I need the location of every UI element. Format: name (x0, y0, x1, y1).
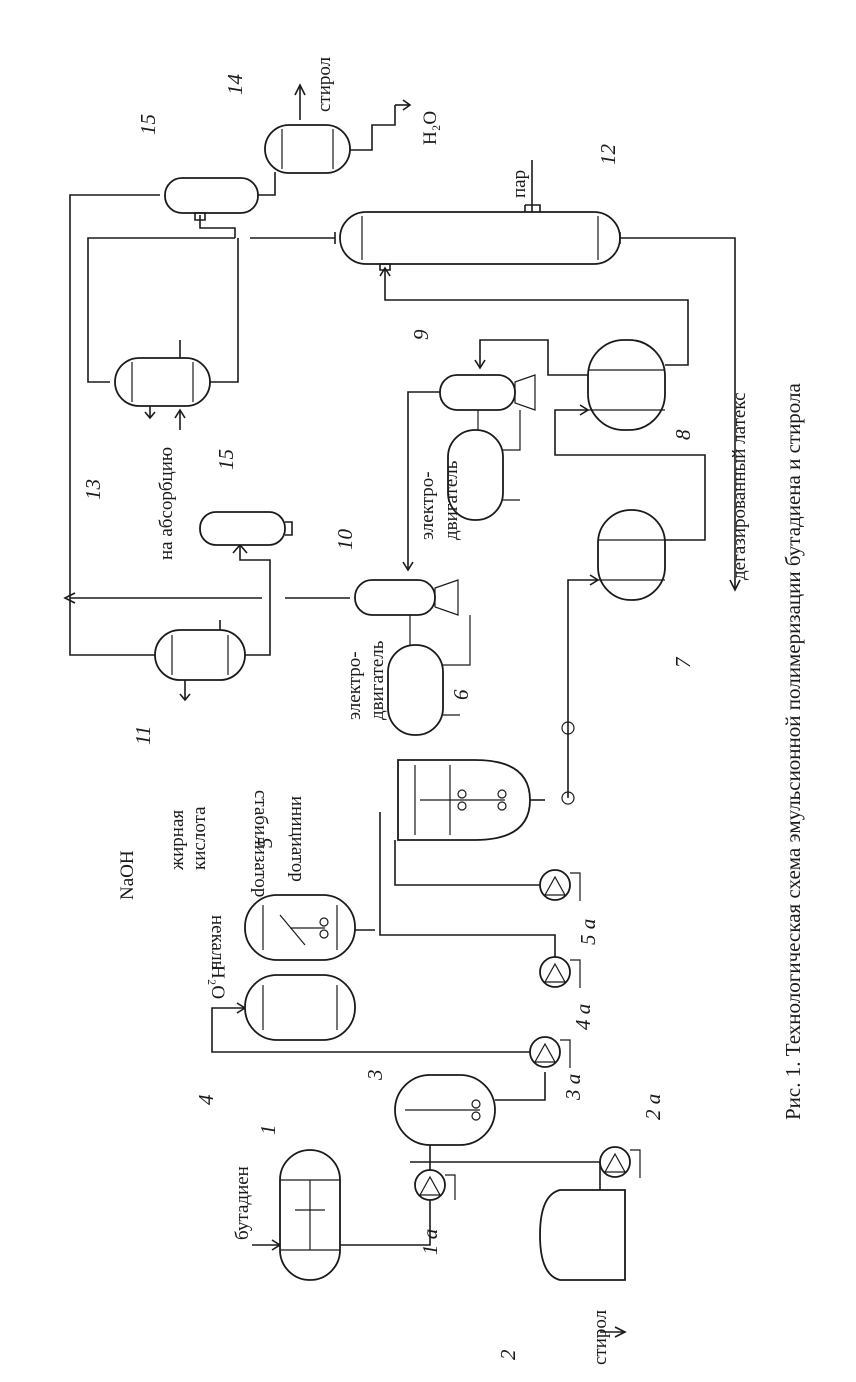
condenser-13 (114, 340, 211, 407)
num-2a: 2 а (641, 1094, 665, 1120)
pump-5a (539, 869, 581, 901)
label-naoh: NaOH (117, 850, 138, 900)
label-par: пар (509, 170, 530, 198)
label-na-absorbciyu: на абсорбцию (156, 447, 177, 560)
label-h2o-out: H₂O (420, 111, 441, 145)
separator-14 (264, 124, 351, 174)
vessel-4 (244, 974, 356, 1041)
num-9: 9 (409, 329, 433, 340)
degasser-7 (597, 509, 666, 601)
label-stirol-out: стирол (314, 56, 335, 112)
figure-caption: Рис. 1. Технологическая схема эмульсионн… (781, 382, 805, 1120)
num-4a: 4 а (571, 1004, 595, 1030)
stream-labels: бутадиен стирол H₂O некаль NaOH жирная к… (117, 56, 750, 1365)
num-8: 8 (671, 429, 695, 440)
vessel-1 (279, 1149, 341, 1281)
num-13: 13 (81, 479, 105, 500)
label-stirol-in: стирол (590, 1309, 611, 1365)
column-12 (334, 204, 621, 271)
degasser-8 (587, 339, 666, 431)
label-initiator: инициатор (287, 796, 308, 882)
label-h2o: H₂O (207, 965, 228, 999)
condenser-11 (145, 620, 255, 681)
label-degaz-lateks: дегазированный латекс (729, 392, 750, 580)
polymerizer-6 (397, 721, 575, 841)
pump-3a (529, 1036, 571, 1068)
num-10: 10 (333, 529, 357, 551)
num-4: 4 (194, 1094, 218, 1105)
label-kislota: кислота (189, 806, 210, 870)
label-butadien: бутадиен (232, 1166, 253, 1240)
num-3a: 3 а (561, 1074, 585, 1101)
num-11: 11 (131, 726, 155, 745)
num-2: 2 (496, 1349, 520, 1360)
num-15b: 15 (214, 449, 238, 470)
num-5a: 5 а (576, 919, 600, 945)
compressor-9 (439, 374, 536, 521)
pump-4a (539, 956, 581, 988)
num-6: 6 (449, 689, 473, 700)
num-7: 7 (671, 656, 695, 668)
pipelines (69, 105, 736, 1333)
condenser-15-top (164, 177, 259, 221)
equipment-numbers: 1 1 а 2 2 а 3 3 а 4 4 а 5 5 а 6 7 8 9 10… (81, 74, 695, 1361)
num-1a: 1 а (418, 1229, 442, 1255)
num-12: 12 (596, 144, 620, 166)
label-elektro-2: электро- (417, 471, 438, 540)
label-nekal: некаль (207, 915, 228, 970)
label-zhirnaya: жирная (167, 810, 188, 871)
label-dvigatel-1: двигатель (367, 640, 388, 720)
label-stabilizator: стабилизатор (250, 790, 271, 897)
label-dvigatel-2: двигатель (441, 460, 462, 540)
num-3: 3 (363, 1070, 387, 1082)
num-15a: 15 (136, 114, 160, 135)
pump-1a (414, 1169, 456, 1201)
num-14: 14 (223, 74, 247, 96)
pump-2a (599, 1146, 641, 1178)
reactor-3 (394, 1074, 496, 1146)
compressor-10 (354, 579, 471, 736)
label-elektro-1: электро- (344, 651, 365, 720)
num-5: 5 (253, 838, 277, 849)
condenser-15-mid (199, 511, 293, 546)
num-1: 1 (256, 1125, 280, 1136)
tank-2 (539, 1189, 626, 1281)
mixer-5 (244, 894, 356, 961)
